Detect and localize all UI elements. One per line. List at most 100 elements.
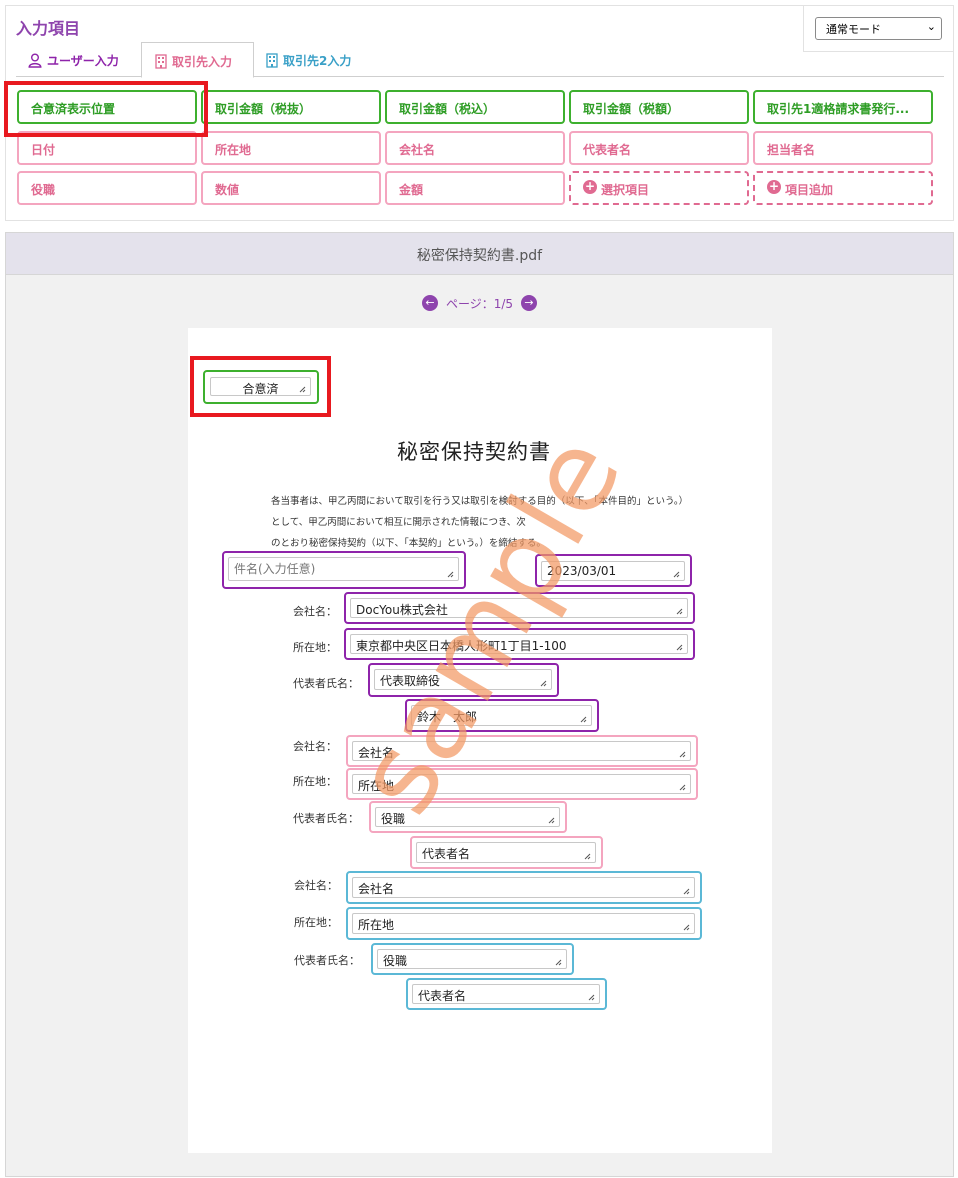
chevron-down-icon: ⌄ [926, 20, 936, 33]
address-label: 所在地： [294, 916, 338, 929]
mode-select[interactable]: 通常モード ⌄ [815, 17, 942, 40]
company-label: 会社名： [294, 879, 338, 892]
resize-grip-icon [584, 853, 591, 860]
resize-grip-icon [683, 924, 690, 931]
agreed-field-frame[interactable] [203, 370, 319, 404]
add-select-item-label: 選択項目 [601, 183, 650, 197]
document-viewer: 秘密保持契約書.pdf ← ページ：1/5 → [5, 232, 954, 1177]
highlight-box [190, 356, 331, 417]
party3-name-frame[interactable] [406, 978, 607, 1010]
party1-company-field[interactable]: DocYou株式会社 [350, 598, 688, 618]
party2-name-text: 代表者名 [422, 847, 471, 861]
add-item-button[interactable]: + 項目追加 [753, 171, 933, 205]
resize-grip-icon [447, 571, 454, 578]
field-button-invoice-issuer[interactable]: 取引先1適格請求書発行... [753, 90, 933, 124]
resize-grip-icon [588, 994, 595, 1001]
party2-name-field[interactable]: 代表者名 [416, 842, 596, 863]
party3-title-text: 役職 [383, 954, 408, 968]
body-line-2: として、甲乙丙間において相互に開示された情報につき、次 [271, 517, 526, 528]
party1-address-frame[interactable] [344, 628, 695, 660]
resize-grip-icon [679, 751, 686, 758]
body-line-3: のとおり秘密保持契約（以下、「本契約」という。）を締結する。 [271, 538, 546, 549]
resize-grip-icon [676, 644, 683, 651]
resize-grip-icon [548, 817, 555, 824]
date-field[interactable]: 2023/03/01 [541, 561, 685, 581]
field-button-amount-incl-tax[interactable]: 取引金額（税込） [385, 90, 565, 124]
tab-client2-input[interactable]: 取引先2入力 [266, 42, 351, 77]
party3-company-text: 会社名 [358, 882, 395, 896]
field-button-person-in-charge[interactable]: 担当者名 [753, 131, 933, 165]
body-line-1: 各当事者は、甲乙丙間において取引を行う又は取引を検討する目的（以下、「本件目的」… [271, 496, 689, 507]
resize-grip-icon [683, 888, 690, 895]
party1-name-field[interactable]: 鈴木 太郎 [411, 705, 592, 726]
add-select-item-button[interactable]: + 選択項目 [569, 171, 749, 205]
party1-company-frame[interactable] [344, 592, 695, 624]
tab-client-input[interactable]: 取引先入力 [141, 42, 254, 78]
date-field-frame[interactable] [535, 554, 692, 587]
company-label: 会社名： [293, 740, 337, 753]
party1-company-text: DocYou株式会社 [356, 603, 448, 617]
party1-title-frame[interactable] [368, 663, 559, 697]
party2-company-frame[interactable] [346, 735, 698, 767]
tab-client2-input-label: 取引先2入力 [283, 54, 352, 68]
party3-name-field[interactable]: 代表者名 [412, 984, 600, 1004]
panel-title: 入力項目 [16, 19, 81, 38]
party2-name-frame[interactable] [410, 836, 603, 869]
field-button-position[interactable]: 役職 [17, 171, 197, 205]
party3-address-field[interactable]: 所在地 [352, 913, 695, 934]
building-icon [266, 53, 278, 68]
party3-title-frame[interactable] [371, 943, 574, 975]
highlight-box [4, 81, 208, 137]
page-indicator: ページ：1/5 [445, 296, 514, 311]
add-item-label: 項目追加 [785, 183, 834, 197]
resize-grip-icon [673, 571, 680, 578]
party3-address-frame[interactable] [346, 907, 702, 940]
resize-grip-icon [679, 784, 686, 791]
document-title: 秘密保持契約書 [397, 440, 551, 464]
tab-bar: ユーザー入力 取引先入力 取引先2入力 [16, 42, 944, 78]
party2-address-frame[interactable] [346, 768, 698, 800]
field-button-amount[interactable]: 金額 [385, 171, 565, 205]
party2-address-field[interactable]: 所在地 [352, 774, 691, 794]
party3-name-text: 代表者名 [418, 989, 467, 1003]
resize-grip-icon [580, 716, 587, 723]
field-button-tax-amount[interactable]: 取引金額（税額） [569, 90, 749, 124]
representative-label: 代表者氏名： [293, 677, 359, 690]
resize-grip-icon [555, 959, 562, 966]
prev-page-icon[interactable]: ← [421, 295, 438, 311]
date-field-text: 2023/03/01 [547, 564, 617, 578]
next-page-icon[interactable]: → [521, 295, 538, 311]
company-label: 会社名： [293, 605, 337, 618]
subject-field[interactable]: 件名(入力任意) [228, 557, 459, 581]
representative-label: 代表者氏名： [294, 954, 360, 967]
tab-client-input-label: 取引先入力 [172, 55, 233, 69]
party2-title-text: 役職 [381, 812, 406, 826]
resize-grip-icon [299, 386, 306, 393]
resize-grip-icon [676, 608, 683, 615]
party3-company-field[interactable]: 会社名 [352, 877, 695, 898]
field-button-number[interactable]: 数値 [201, 171, 381, 205]
resize-grip-icon [540, 680, 547, 687]
party3-address-text: 所在地 [358, 918, 395, 932]
user-icon [28, 53, 42, 68]
field-button-representative[interactable]: 代表者名 [569, 131, 749, 165]
plus-circle-icon: + [767, 179, 781, 194]
party2-company-field[interactable]: 会社名 [352, 741, 691, 761]
field-button-amount-excl-tax[interactable]: 取引金額（税抜） [201, 90, 381, 124]
plus-circle-icon: + [583, 179, 597, 194]
agreed-field-text: 合意済 [242, 382, 279, 396]
party1-address-field[interactable]: 東京都中央区日本橋人形町1丁目1-100 [350, 634, 688, 654]
party1-title-field[interactable]: 代表取締役 [374, 669, 552, 690]
party3-company-frame[interactable] [346, 871, 702, 904]
mode-select-value: 通常モード [826, 23, 881, 36]
tab-user-input[interactable]: ユーザー入力 [28, 42, 119, 77]
field-button-company-name[interactable]: 会社名 [385, 131, 565, 165]
field-button-agreed-position[interactable]: 合意済表示位置 [17, 90, 197, 124]
party1-name-frame[interactable] [405, 699, 599, 732]
field-button-address[interactable]: 所在地 [201, 131, 381, 165]
party2-title-frame[interactable] [369, 801, 567, 833]
agreed-field[interactable]: 合意済 [210, 377, 311, 396]
party3-title-field[interactable]: 役職 [377, 949, 567, 969]
subject-field-frame[interactable] [222, 551, 466, 589]
party2-title-field[interactable]: 役職 [375, 807, 560, 827]
